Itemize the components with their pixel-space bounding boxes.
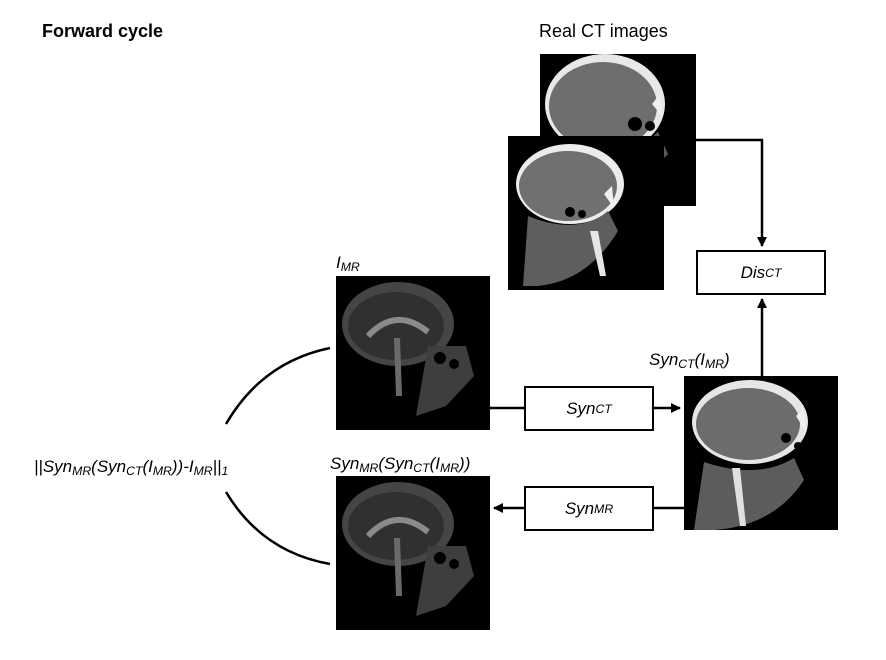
arc-bottom: [224, 491, 331, 566]
real-ct-label: Real CT images: [539, 21, 668, 41]
reconstructed-mr-image: [336, 476, 490, 630]
i-mr-label: IMR: [336, 253, 360, 275]
syn-ct-output-label: SynCT(IMR): [649, 350, 730, 372]
cycle-consistency-loss-label: ||SynMR(SynCT(IMR))-IMR||1: [34, 457, 229, 479]
real-ct-image-back: [540, 54, 696, 206]
input-mr-image: [336, 276, 490, 430]
arc-top: [224, 346, 331, 425]
synthetic-ct-image: [684, 376, 838, 530]
diagram-title: Forward cycle: [42, 21, 164, 41]
reconstructed-mr-label: SynMR(SynCT(IMR)): [330, 454, 471, 476]
real-ct-image-front: [508, 136, 664, 290]
arrow-real-ct-to-dis: [696, 138, 767, 247]
